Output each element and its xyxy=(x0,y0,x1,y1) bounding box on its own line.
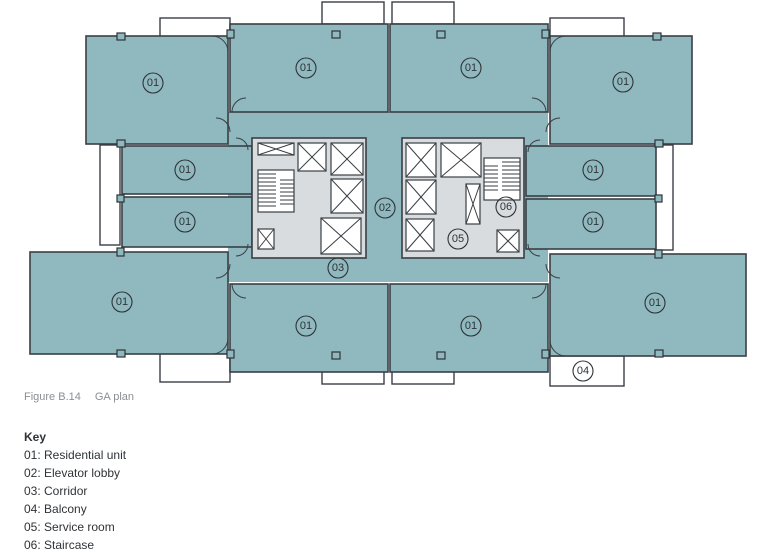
figure-caption: Figure B.14 GA plan xyxy=(24,391,134,403)
unit-labels: 01 01 01 01 01 01 01 01 01 01 01 01 02 0… xyxy=(111,57,666,382)
balconies xyxy=(99,1,674,387)
staircase-left xyxy=(257,169,295,213)
tag-unit-bottom-right: 01 xyxy=(649,297,661,309)
tag-service-room: 05 xyxy=(452,233,464,245)
unit-right-upper xyxy=(525,145,657,197)
unit-right-lower xyxy=(525,198,657,250)
unit-bottom-center-right xyxy=(389,283,549,373)
key-item-lobby: 02: Elevator lobby xyxy=(24,466,121,480)
figure-number: Figure B.14 xyxy=(24,391,81,403)
tag-unit-top-right: 01 xyxy=(617,76,629,88)
unit-bottom-center-left xyxy=(229,283,389,373)
unit-top-right xyxy=(549,35,693,145)
balcony-top-right xyxy=(549,17,625,39)
balcony-top-center-right xyxy=(391,1,455,25)
tag-staircase: 06 xyxy=(500,201,512,213)
tag-unit-right-upper: 01 xyxy=(587,164,599,176)
key-item-residential: 01: Residential unit xyxy=(24,448,127,462)
tag-unit-top-center-left: 01 xyxy=(300,62,312,74)
tag-unit-right-lower: 01 xyxy=(587,216,599,228)
unit-top-center-left xyxy=(229,23,389,113)
staircase-right xyxy=(483,157,521,201)
doors xyxy=(211,35,567,357)
tag-unit-left-lower: 01 xyxy=(179,216,191,228)
unit-left-upper xyxy=(121,145,253,195)
cores xyxy=(251,137,525,259)
plan-key: Key 01: Residential unit 02: Elevator lo… xyxy=(24,428,126,554)
key-title: Key xyxy=(24,430,47,444)
tag-unit-top-center-right: 01 xyxy=(465,62,477,74)
tag-unit-bottom-center-left: 01 xyxy=(300,320,312,332)
key-item-corridor: 03: Corridor xyxy=(24,484,88,498)
tag-elevator-lobby: 02 xyxy=(379,202,391,214)
tag-unit-bottom-center-right: 01 xyxy=(465,320,477,332)
unit-top-left xyxy=(85,35,229,145)
tag-unit-bottom-left: 01 xyxy=(116,296,128,308)
unit-bottom-left xyxy=(29,251,229,355)
figure-title: GA plan xyxy=(94,391,135,403)
unit-left-lower xyxy=(121,196,253,248)
columns xyxy=(116,29,664,360)
key-item-balcony: 04: Balcony xyxy=(24,502,87,516)
key-item-service: 05: Service room xyxy=(24,520,115,534)
unit-top-center-right xyxy=(389,23,549,113)
tag-corridor: 03 xyxy=(332,262,344,274)
balcony-top-left-1 xyxy=(159,17,231,39)
tag-balcony: 04 xyxy=(577,365,589,377)
balcony-bottom-left xyxy=(159,351,231,383)
balcony-top-center-left xyxy=(321,1,385,25)
ga-floor-plan: 01 01 01 01 01 01 01 01 01 01 01 01 02 0… xyxy=(29,1,747,387)
key-item-staircase: 06: Staircase xyxy=(24,538,95,552)
unit-bottom-right xyxy=(549,253,747,357)
tag-unit-top-left: 01 xyxy=(147,77,159,89)
tag-unit-left-upper: 01 xyxy=(179,164,191,176)
residential-units xyxy=(29,23,747,373)
